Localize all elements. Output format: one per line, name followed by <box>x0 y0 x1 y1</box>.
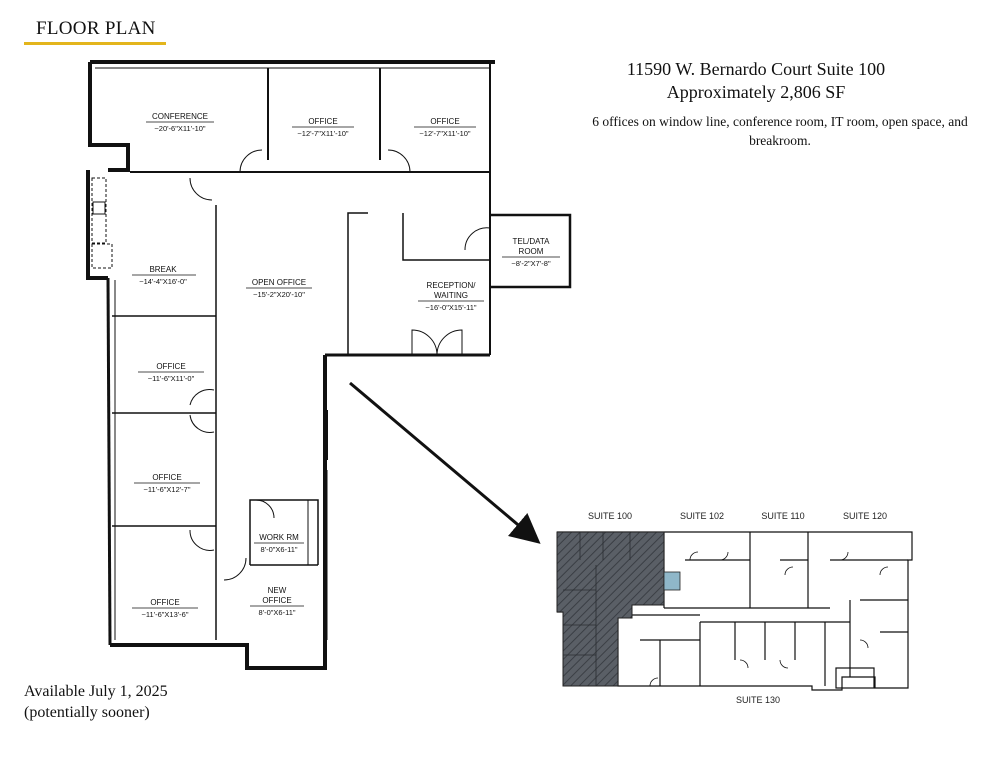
room-dims: ~12'-7"X11'-10" <box>297 129 349 138</box>
room-new-office: NEW OFFICE 8'-0"X6-11" <box>250 586 304 617</box>
suite-label: SUITE 110 <box>761 511 804 521</box>
availability-note: Available July 1, 2025 (potentially soon… <box>24 681 168 723</box>
room-work-rm: WORK RM 8'-0"X6-11" <box>254 533 304 554</box>
room-name: OFFICE <box>308 117 337 126</box>
listing-info: 11590 W. Bernardo Court Suite 100 Approx… <box>592 58 968 150</box>
tel-room-highlight <box>663 571 681 591</box>
suite-label: SUITE 120 <box>843 511 887 521</box>
room-name-1: TEL/DATA <box>512 237 550 246</box>
suite-label: SUITE 102 <box>680 511 724 521</box>
room-office-top-2: OFFICE ~12'-7"X11'-10" <box>414 117 476 138</box>
room-dims: ~15'-2"X20'-10" <box>253 290 305 299</box>
availability-sub: (potentially sooner) <box>24 704 150 721</box>
room-dims: ~14'-4"X16'-0" <box>139 277 187 286</box>
plan-doors <box>189 149 491 581</box>
availability-date: Available July 1, 2025 <box>24 683 168 700</box>
room-dims: ~11'-6"X12'-7" <box>143 485 190 494</box>
room-name: OPEN OFFICE <box>252 278 306 287</box>
building-key-plan: SUITE 100 SUITE 102 SUITE 110 SUITE 120 … <box>556 511 913 705</box>
plan-walls <box>86 60 572 670</box>
suite-100-highlight <box>556 531 665 687</box>
room-dims: ~8'-2"X7'-8" <box>511 259 551 268</box>
page-title: FLOOR PLAN <box>36 18 156 39</box>
room-dims: ~12'-7"X11'-10" <box>419 129 471 138</box>
room-name: OFFICE <box>430 117 459 126</box>
room-name: OFFICE <box>150 598 179 607</box>
room-name-1: NEW <box>268 586 287 595</box>
room-name-2: OFFICE <box>262 596 291 605</box>
room-name-1: RECEPTION/ <box>427 281 477 290</box>
pointer-arrow <box>349 381 541 544</box>
room-name-2: WAITING <box>434 291 468 300</box>
room-open-office: OPEN OFFICE ~15'-2"X20'-10" <box>246 278 312 299</box>
room-name: OFFICE <box>152 473 181 482</box>
room-name-2: ROOM <box>519 247 544 256</box>
room-dims: ~11'-6"X13'-6" <box>141 610 188 619</box>
room-office-left-2: OFFICE ~11'-6"X12'-7" <box>134 473 200 494</box>
room-office-left-1: OFFICE ~11'-6"X11'-0" <box>138 362 204 383</box>
room-tel-data: TEL/DATA ROOM ~8'-2"X7'-8" <box>502 237 560 268</box>
room-reception: RECEPTION/ WAITING ~16'-0"X15'-11" <box>418 281 484 312</box>
room-office-top-1: OFFICE ~12'-7"X11'-10" <box>292 117 354 138</box>
room-dims: 8'-0"X6-11" <box>260 545 297 554</box>
room-name: OFFICE <box>156 362 185 371</box>
room-dims: 8'-0"X6-11" <box>258 608 295 617</box>
suite-label: SUITE 100 <box>588 511 632 521</box>
room-dims: ~16'-0"X15'-11" <box>425 303 477 312</box>
room-conference: CONFERENCE ~20'-6"X11'-10" <box>146 112 214 133</box>
listing-size: Approximately 2,806 SF <box>666 82 846 102</box>
suite-label-bottom: SUITE 130 <box>736 695 780 705</box>
room-break: BREAK ~14'-4"X16'-0" <box>132 265 196 286</box>
room-name: CONFERENCE <box>152 112 208 121</box>
room-dims: ~20'-6"X11'-10" <box>154 124 206 133</box>
suite-labels-top: SUITE 100 SUITE 102 SUITE 110 SUITE 120 <box>588 511 887 521</box>
room-name: WORK RM <box>259 533 299 542</box>
room-office-left-3: OFFICE ~11'-6"X13'-6" <box>132 598 198 619</box>
room-dims: ~11'-6"X11'-0" <box>148 374 195 383</box>
break-counter <box>91 177 113 269</box>
title-underline <box>24 42 166 45</box>
listing-description: 6 offices on window line, conference roo… <box>592 114 968 148</box>
room-name: BREAK <box>149 265 177 274</box>
listing-address: 11590 W. Bernardo Court Suite 100 <box>626 59 886 79</box>
